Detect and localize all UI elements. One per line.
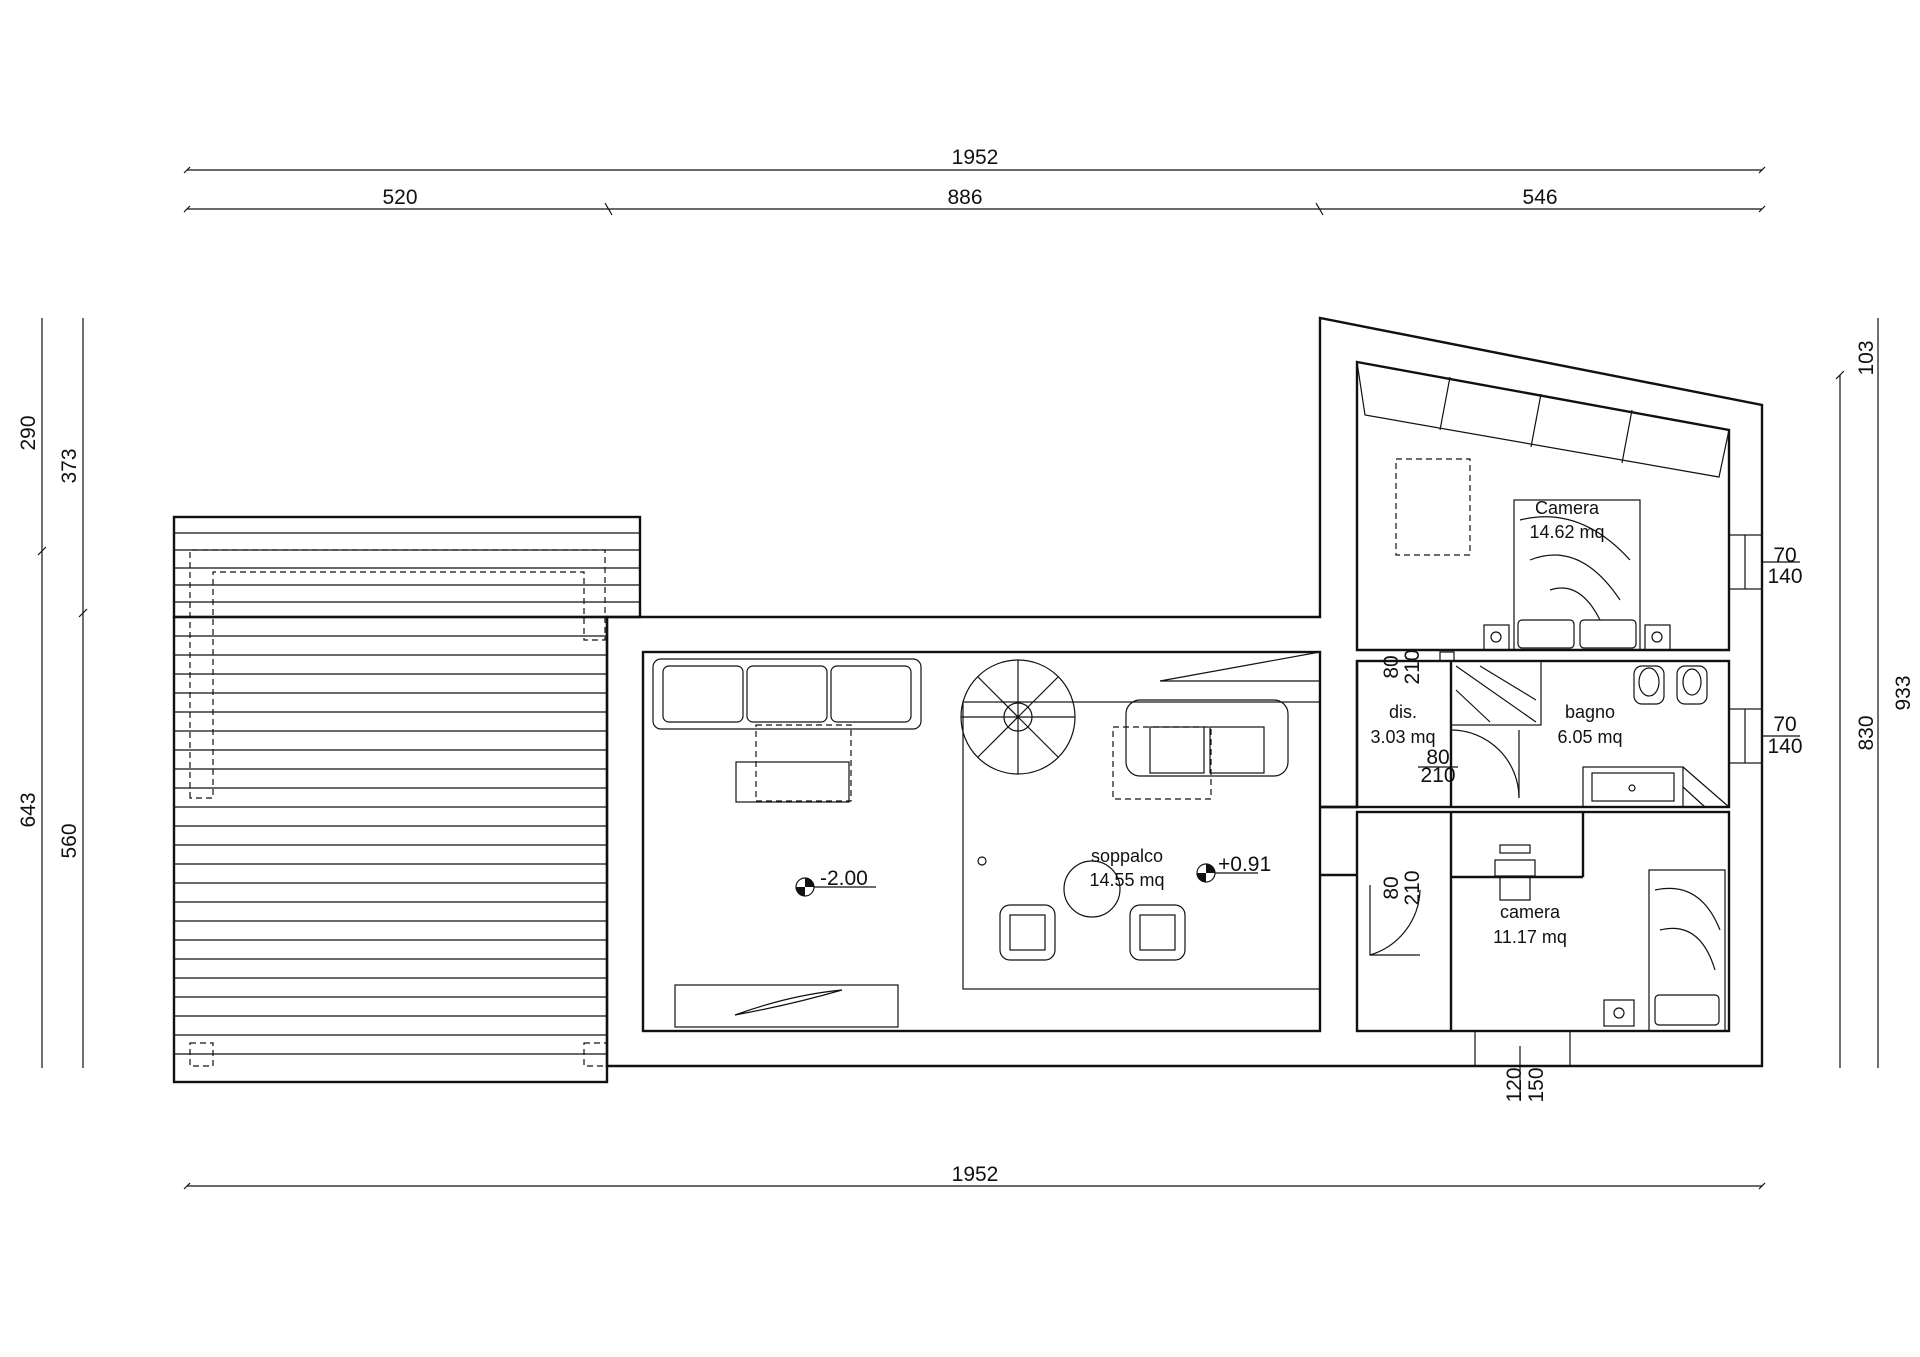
room-bagno-area: 6.05 mq — [1557, 727, 1622, 747]
dim-left-inner-bottom: 560 — [58, 823, 81, 858]
room-dis-area: 3.03 mq — [1370, 727, 1435, 747]
dim-top-overall: 1952 — [952, 146, 999, 169]
room-dis-name: dis. — [1389, 702, 1417, 722]
room-camera-main-area: 14.62 mq — [1529, 522, 1604, 542]
door-bottom-width: 120 — [1503, 1067, 1526, 1102]
dim-bottom-overall: 1952 — [952, 1163, 999, 1186]
small-bedroom — [1494, 844, 1726, 1032]
room-soppalco-name: soppalco — [1091, 846, 1163, 866]
room-camera-small-name: camera — [1500, 902, 1561, 922]
door-dis-top-width: 80 — [1380, 655, 1403, 678]
dim-top-left: 520 — [382, 186, 417, 209]
dim-right-inner-top: 103 — [1855, 340, 1878, 375]
dimension-labels: 1952 520 886 546 1952 290 643 373 560 93… — [17, 146, 1915, 1186]
window-bagno-width: 70 — [1773, 713, 1796, 736]
dim-left-outer-bottom: 643 — [17, 792, 40, 827]
door-bagno-height: 210 — [1420, 764, 1455, 787]
dim-top-center: 886 — [947, 186, 982, 209]
room-labels: Camera 14.62 mq dis. 3.03 mq bagno 6.05 … — [1089, 498, 1622, 947]
door-bottom-height: 150 — [1525, 1067, 1548, 1102]
living-furniture — [652, 658, 922, 1028]
room-camera-main-name: Camera — [1535, 498, 1600, 518]
corridor-and-bath — [1369, 651, 1520, 956]
opening-dimensions: 70 140 70 140 120 150 80 210 80 210 80 2… — [1380, 544, 1803, 1103]
terrace-deck — [172, 515, 642, 1084]
level-marker-living: -2.00 — [795, 867, 876, 897]
level-living-label: -2.00 — [820, 867, 868, 890]
dim-right-inner-bottom: 830 — [1855, 715, 1878, 750]
window-camera-height: 140 — [1767, 565, 1802, 588]
main-bedroom — [1356, 361, 1730, 651]
room-bagno-name: bagno — [1565, 702, 1615, 722]
door-bagno-width: 80 — [1426, 746, 1449, 769]
door-camera2-height: 210 — [1401, 870, 1424, 905]
dim-top-right: 546 — [1522, 186, 1557, 209]
door-camera2-width: 80 — [1380, 876, 1403, 899]
room-soppalco-area: 14.55 mq — [1089, 870, 1164, 890]
dimension-lines — [37, 166, 1879, 1190]
dim-right-outer: 933 — [1892, 675, 1915, 710]
door-dis-top-height: 210 — [1401, 649, 1424, 684]
dim-left-inner-top: 373 — [58, 448, 81, 483]
window-camera-width: 70 — [1773, 544, 1796, 567]
level-marker-soppalco: +0.91 — [1196, 853, 1271, 883]
room-camera-small-area: 11.17 mq — [1493, 927, 1567, 947]
window-bagno-height: 140 — [1767, 735, 1802, 758]
dim-left-outer-top: 290 — [17, 415, 40, 450]
level-soppalco-label: +0.91 — [1218, 853, 1271, 876]
bathroom-fixtures — [1450, 660, 1730, 808]
deck-boards — [174, 532, 640, 1055]
living-soppalco — [960, 651, 1321, 990]
windows — [1474, 534, 1800, 1100]
